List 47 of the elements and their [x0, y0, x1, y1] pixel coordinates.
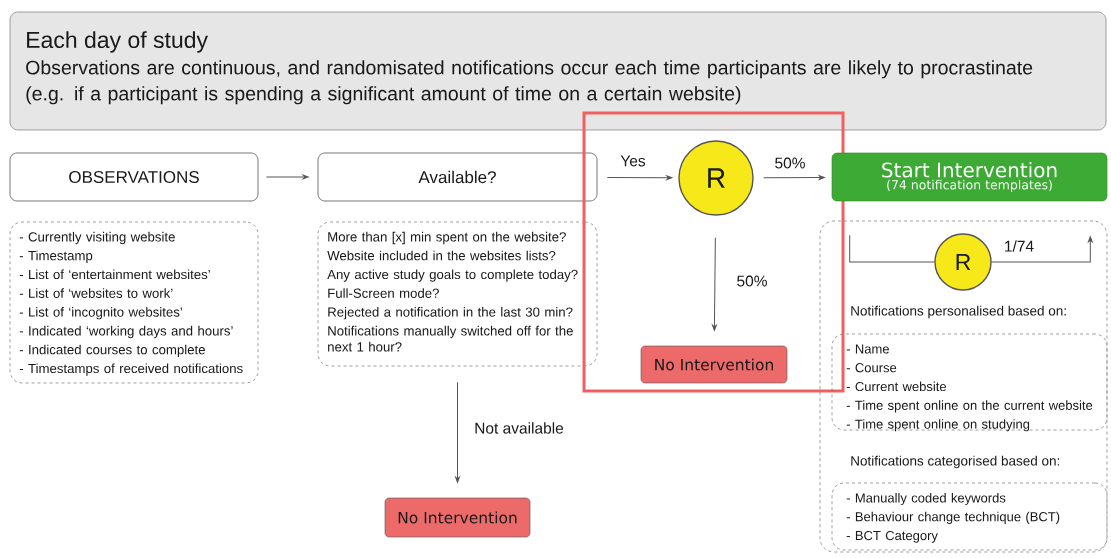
node-label: Notifications categorised based on:	[851, 455, 1060, 469]
process-box: Available?	[317, 152, 598, 202]
list-item: - Currently visiting website	[19, 231, 175, 245]
list-box	[9, 221, 259, 384]
list-item: Notifications manually switched off for the next 1 hour?	[328, 325, 573, 352]
list-box: Notifications categorised based on: - Manually coded keywords - Behaviour change technique (BCT) - BCT Category	[831, 455, 1108, 551]
node-label: Notifications personalised based on:	[851, 305, 1066, 319]
list-item: - Manually coded keywords	[846, 492, 1006, 506]
arrow	[712, 237, 717, 331]
edge-label: 50%	[735, 274, 769, 288]
outcome-box: No Intervention	[384, 497, 531, 538]
outcome-box: No Intervention	[640, 345, 788, 384]
list-item: - List of ‘entertainment websites’	[19, 269, 210, 280]
list-item: Any active study goals to complete today?	[327, 269, 578, 282]
list-item: - BCT Category	[846, 530, 938, 543]
header-panel: Each day of study Observations are continuous, and randomisated notifications occur each time participants are likely to procrastinate (e.g. if a participant is spending a significant amount of time on a certain website)	[9, 11, 1107, 131]
list-item: - List of ‘websites to work’	[19, 288, 173, 298]
arrow	[265, 174, 309, 180]
edge-label: 1/74	[1002, 239, 1036, 253]
arrow	[455, 381, 460, 483]
list-item: Rejected a notification in the last 30 min?	[328, 307, 573, 320]
arrow	[991, 236, 1093, 263]
list-item: - List of ‘incognito websites’	[19, 307, 182, 320]
arrow	[763, 175, 825, 180]
list-box	[317, 221, 598, 367]
list-item: Website included in the websites lists?	[327, 250, 556, 261]
highlight-frame	[582, 111, 845, 393]
list-item: - Timestamps of received notifications	[19, 363, 243, 376]
edge-label: Not available	[473, 421, 565, 435]
start-box: Start Intervention (74 notification templates)	[831, 152, 1108, 202]
process-box: OBSERVATIONS	[9, 152, 259, 202]
list-item: - Timestamp	[19, 250, 93, 263]
list-item: - Behaviour change technique (BCT)	[846, 511, 1060, 524]
edge-label: Yes	[619, 154, 647, 168]
list-item: - Time spent online on studying	[846, 419, 1030, 432]
list-item: - Time spent online on the current website	[846, 400, 1093, 413]
arrow	[606, 175, 673, 181]
list-item: - Course	[846, 363, 897, 373]
list-item: - Indicated courses to complete	[19, 344, 205, 357]
list-box: Notifications personalised based on: - Name - Course - Current website - Time spent online on the current website - Time spent online on studying	[831, 305, 1108, 432]
list-item: - Name	[846, 344, 889, 354]
list-item: - Current website	[846, 381, 947, 392]
group-box	[819, 220, 1108, 553]
list-item: - Indicated ‘working days and hours’	[19, 325, 233, 339]
list-item: More than [x] min spent on the website?	[328, 231, 566, 245]
edge-label: 50%	[773, 156, 807, 170]
list-item: Full-Screen mode?	[328, 288, 439, 298]
